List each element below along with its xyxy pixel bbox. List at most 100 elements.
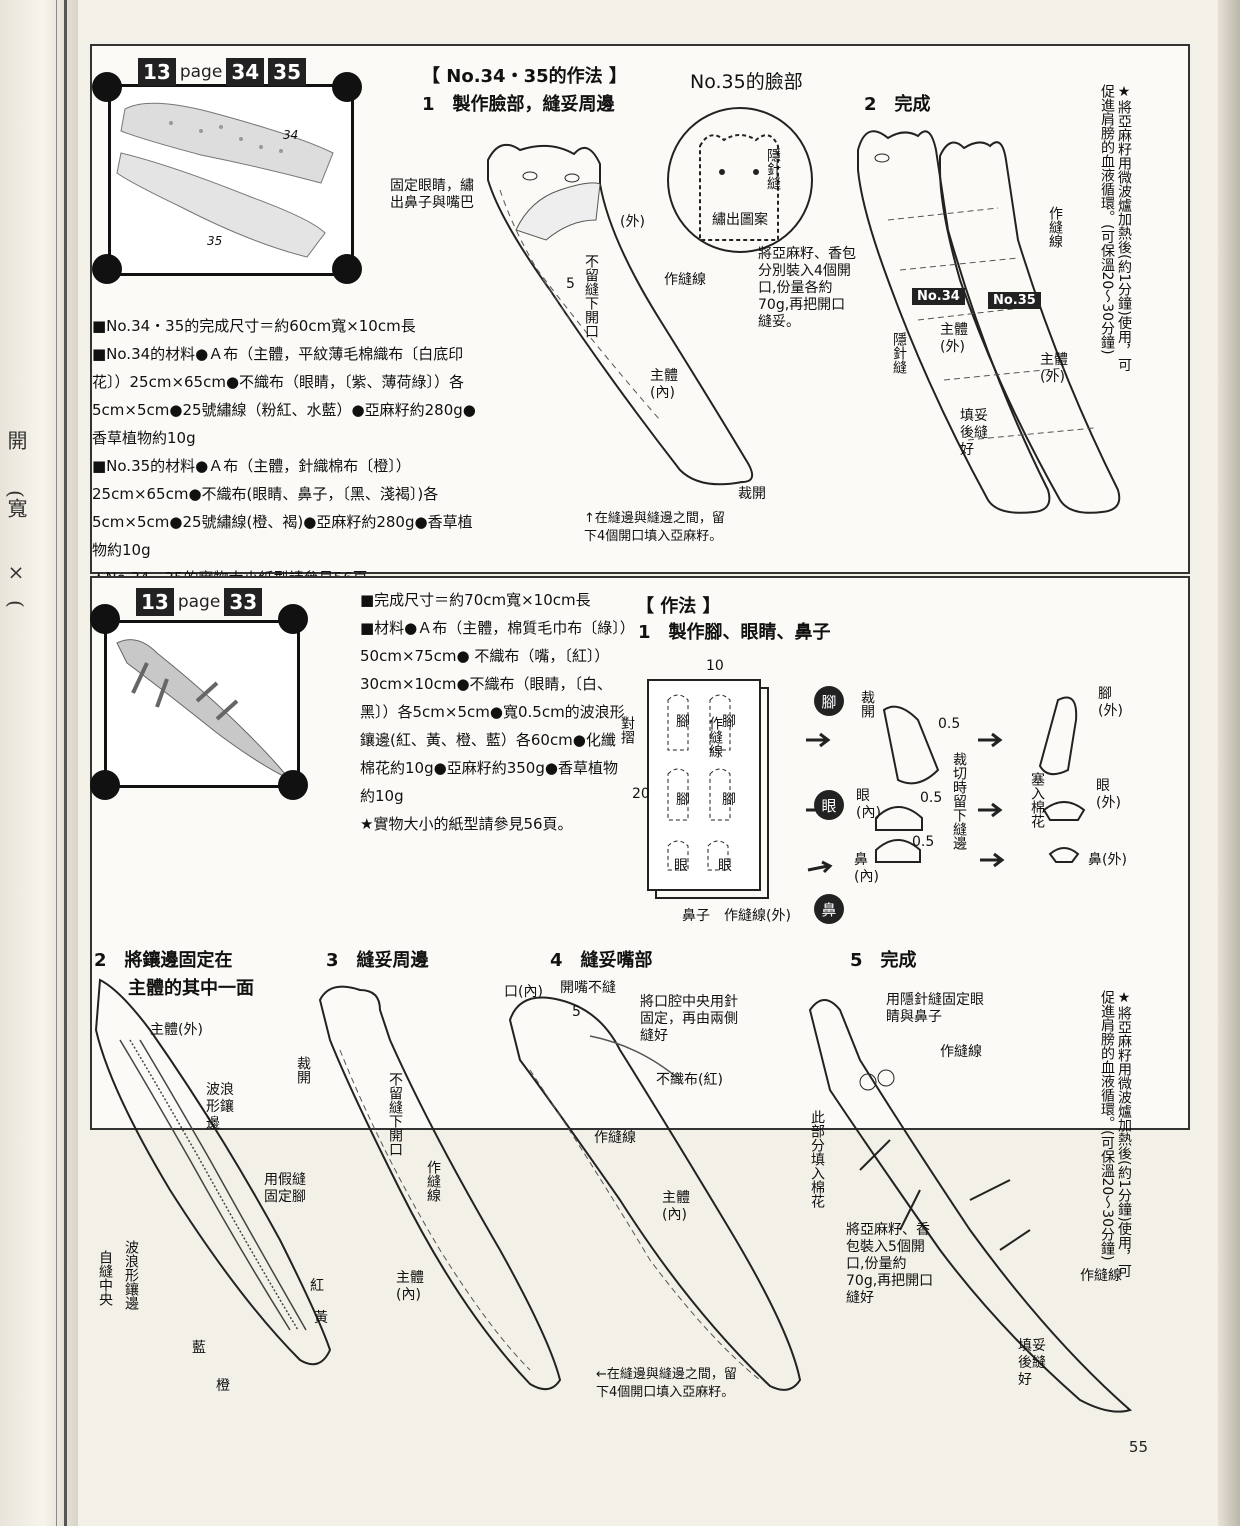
label-body-in: 主體(內)	[650, 368, 678, 401]
label-eye: 眼	[718, 858, 732, 874]
spec-line: ■完成尺寸＝約70cm寬×10cm長	[360, 591, 591, 609]
label-sew-line: 作縫線	[707, 716, 723, 758]
dim-10: 10	[706, 658, 724, 674]
photo-crocodile	[104, 620, 300, 788]
label-felt-red: 不織布(紅)	[656, 1072, 723, 1088]
corner-dot	[278, 770, 308, 800]
label-mouth-fix: 將口腔中央用針固定，再由兩側縫好	[640, 994, 738, 1044]
page-ref: 34	[226, 58, 265, 86]
label-foot: 腳	[676, 714, 690, 730]
label-red: 紅	[310, 1278, 324, 1294]
step-heading: 2 將鑲邊固定在	[94, 950, 233, 971]
spine-char: 開	[4, 430, 28, 450]
label-sew-after: 填妥後縫好	[960, 408, 988, 458]
label-yellow: 黃	[314, 1310, 328, 1326]
spec-line: ★實物大小的紙型請參見56頁。	[360, 815, 573, 833]
side-note-flax: ★將亞麻籽用微波爐加熱後(約1分鐘)使用，可促進肩膀的血液循環。(可保溫20～3…	[1099, 990, 1132, 1278]
label-cut-open: 裁開	[738, 486, 766, 502]
step1-body-drawing	[487, 143, 753, 486]
corner-dot	[278, 604, 308, 634]
label-0.5: 0.5	[912, 834, 935, 850]
crocodile-illustration	[116, 639, 290, 780]
label-cut-open: 裁開	[295, 1056, 311, 1084]
label-trim-note: 裁切時留下縫邊	[951, 752, 967, 850]
spec-line: ■材料●Ａ布（主體，棉質毛巾布〔綠〕）50cm×75cm● 不織布（嘴，〔紅〕）…	[360, 619, 628, 805]
pattern-layout-drawing	[647, 679, 1086, 899]
label-0.5: 0.5	[938, 716, 961, 732]
step-heading: 5 完成	[850, 950, 917, 971]
step4-drawing	[508, 996, 802, 1391]
page-badge: 13 page 34 35	[138, 58, 306, 86]
label-blue: 藍	[192, 1340, 206, 1356]
spec-line: ■No.34・35的完成尺寸＝約60cm寬×10cm長	[92, 317, 416, 335]
face-title: No.35的臉部	[690, 71, 803, 93]
label-mouth-open: 開嘴不縫	[560, 980, 616, 996]
label-sew-after: 填妥後縫好	[1018, 1338, 1046, 1388]
label-baste-foot: 用假縫固定腳	[264, 1172, 306, 1205]
label-nose-out: 鼻(外)	[1088, 852, 1127, 868]
dim-20: 20	[632, 786, 650, 802]
label-foot: 腳	[722, 792, 736, 808]
specs-34-35: ■No.34・35的完成尺寸＝約60cm寬×10cm長 ■No.34的材料●Ａ布…	[92, 312, 476, 592]
label-foot-out: 腳(外)	[1098, 686, 1123, 719]
corner-dot	[332, 254, 362, 284]
label-hidden-stitch: 隱針縫	[765, 148, 781, 190]
side-note-flax: ★將亞麻籽用微波爐加熱後(約1分鐘)使用，可促進肩膀的血液循環。(可保溫20～3…	[1099, 84, 1132, 372]
label-nose-sew: 鼻子 作縫線(外)	[682, 908, 791, 924]
label-sew-line: 作縫線	[940, 1044, 982, 1060]
book-number: 13	[136, 588, 174, 616]
fabric-strips-illustration	[116, 102, 334, 258]
label-foot: 腳	[676, 792, 690, 808]
step5-drawing	[808, 999, 1133, 1413]
corner-dot	[90, 770, 120, 800]
label-seam-5: 5	[566, 276, 575, 292]
page-edge	[1218, 0, 1240, 1526]
step-heading: 4 縫妥嘴部	[550, 950, 653, 971]
label-mouth-in: 口(內)	[504, 984, 543, 1000]
photo-34-35: 34 35	[108, 84, 354, 276]
label-embroider: 繡出圖案	[712, 212, 768, 228]
corner-dot	[92, 254, 122, 284]
photo-label-34: 34	[283, 128, 299, 142]
label-stuff: 塞入棉花	[1029, 772, 1045, 828]
label-fill-note: 將亞麻籽、香包裝入5個開口,份量約70g,再把開口縫好	[846, 1222, 934, 1306]
step3-drawing	[318, 985, 562, 1391]
circle-eye: 眼	[814, 790, 844, 820]
label-foot: 腳	[722, 714, 736, 730]
step2-finished-drawing	[857, 130, 1121, 514]
corner-dot	[90, 604, 120, 634]
label-no-seam: 不留縫下開口	[387, 1072, 403, 1156]
page-word: page	[177, 592, 221, 612]
page-badge: 13 page 33	[136, 588, 263, 616]
label-0.5: 0.5	[920, 790, 943, 806]
label-sew-line: 作縫線	[1047, 206, 1063, 248]
specs-33: ■完成尺寸＝約70cm寬×10cm長 ■材料●Ａ布（主體，棉質毛巾布〔綠〕）50…	[360, 586, 628, 838]
label-eye-out: 眼(外)	[1096, 778, 1121, 811]
label-fix-eyes: 固定眼睛，繡出鼻子與嘴巴	[390, 178, 474, 211]
label-fill-note: 將亞麻籽、香包分別裝入4個開口,份量各約70g,再把開口縫妥。	[758, 246, 856, 330]
step-heading: 1 製作腳、眼睛、鼻子	[638, 622, 831, 643]
page-ref: 33	[224, 588, 263, 616]
label-outer: (外)	[620, 214, 645, 230]
label-body-out: 主體(外)	[940, 322, 968, 355]
step-heading: 主體的其中一面	[128, 978, 254, 999]
label-body-out: 主體(外)	[150, 1022, 203, 1038]
label-sew-line: 作縫線	[1080, 1268, 1122, 1284]
label-no-seam: 不留縫下開口	[583, 254, 599, 338]
label-hidden-stitch: 隱針縫	[891, 332, 907, 374]
photo-label-35: 35	[207, 234, 223, 248]
spine-char: (	[4, 600, 28, 608]
page-word: page	[179, 62, 223, 82]
label-cut-open: 裁開	[859, 690, 875, 718]
label-seam-5: 5	[572, 1004, 581, 1020]
page-number: 55	[1128, 1438, 1148, 1456]
method-title: 【 作法 】	[636, 596, 721, 617]
label-hidden-fix: 用隱針縫固定眼睛與鼻子	[886, 992, 984, 1025]
label-center-tag: 自縫中央	[97, 1250, 113, 1306]
label-eye-in: 眼(內)	[856, 788, 881, 821]
label-body-in: 主體(內)	[396, 1270, 424, 1303]
page-ref: 35	[268, 58, 306, 86]
method-title: 【 No.34・35的作法 】	[422, 66, 627, 87]
tag-no35: No.35	[988, 292, 1041, 309]
label-sew-line: 作縫線	[594, 1130, 636, 1146]
